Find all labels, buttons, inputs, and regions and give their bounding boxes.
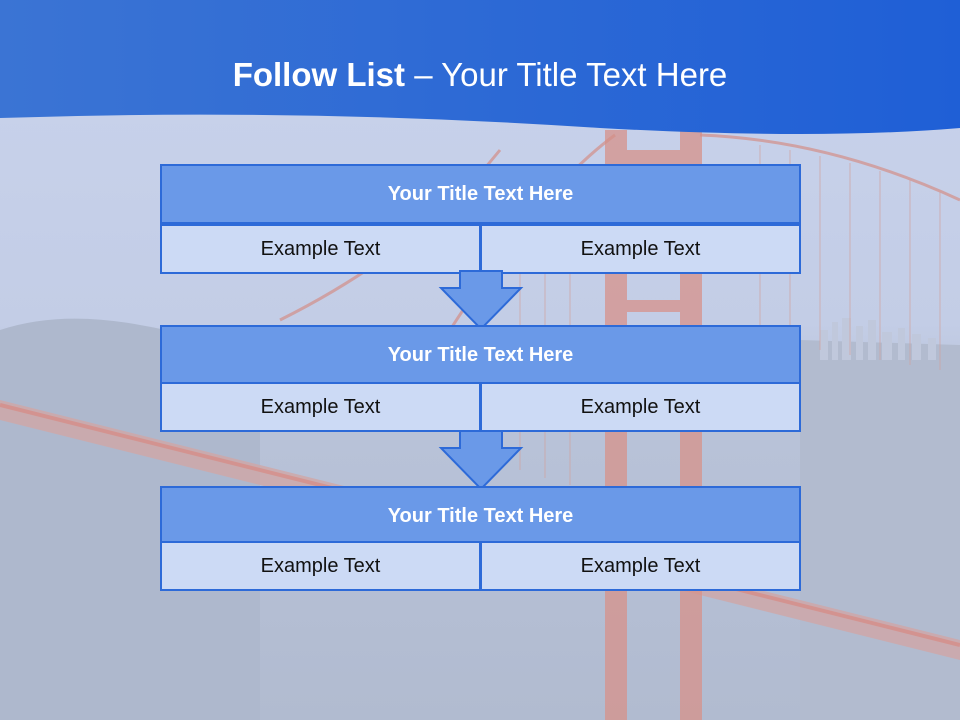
step-title: Your Title Text Here [160, 325, 801, 385]
down-arrow-icon [438, 270, 524, 331]
slide-title-bold: Follow List [232, 56, 406, 93]
step-text-left: Example Text [160, 224, 481, 274]
slide-title: Follow List – Your Title Text Here [0, 52, 960, 98]
step-text-right: Example Text [480, 541, 801, 591]
step-text-left: Example Text [160, 382, 481, 432]
step-title: Your Title Text Here [160, 164, 801, 224]
step-title: Your Title Text Here [160, 486, 801, 546]
slide-title-rest: – Your Title Text Here [405, 56, 728, 93]
down-arrow-icon [438, 430, 524, 491]
step-text-right: Example Text [480, 224, 801, 274]
step-text-right: Example Text [480, 382, 801, 432]
step-text-left: Example Text [160, 541, 481, 591]
